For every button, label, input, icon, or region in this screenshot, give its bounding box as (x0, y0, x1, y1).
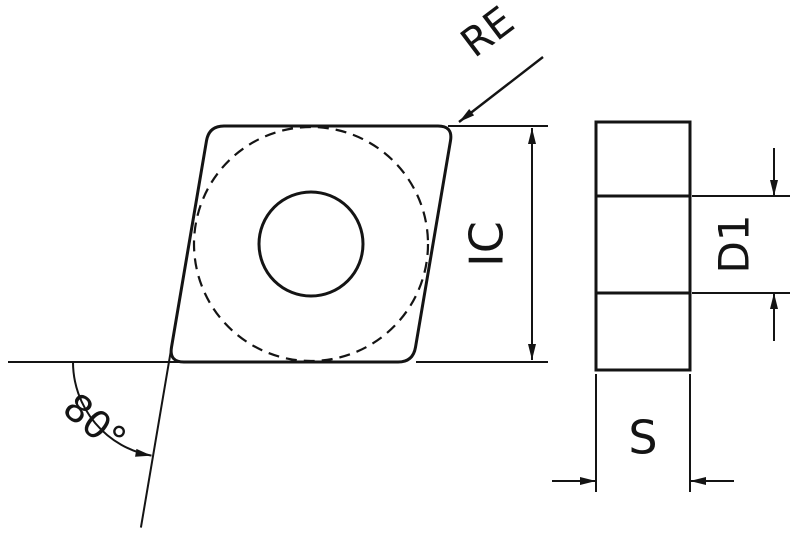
d1-label: D1 (710, 214, 759, 273)
hole-band-side (594, 194, 692, 295)
re-dimension: RE (453, 0, 544, 123)
center-hole (257, 190, 365, 298)
angle-label: 80° (55, 385, 135, 462)
angle-dimension: 80° (55, 361, 152, 462)
d1-dimension: D1 (692, 148, 790, 341)
insert-body-front (169, 124, 453, 364)
angle-arc-arrow (72, 361, 152, 457)
inscribed-circle-dashed (192, 125, 430, 363)
side-view: D1 S (552, 120, 790, 492)
ic-dimension: IC (416, 125, 548, 363)
s-label: S (628, 411, 657, 465)
front-view: RE IC 80° (8, 0, 548, 528)
ic-label: IC (460, 221, 514, 267)
insert-body-side (594, 120, 692, 372)
slanted-edge-extension-line (139, 345, 173, 528)
re-leader-arrow (458, 56, 544, 123)
s-dimension: S (552, 374, 734, 492)
re-label: RE (453, 0, 523, 67)
